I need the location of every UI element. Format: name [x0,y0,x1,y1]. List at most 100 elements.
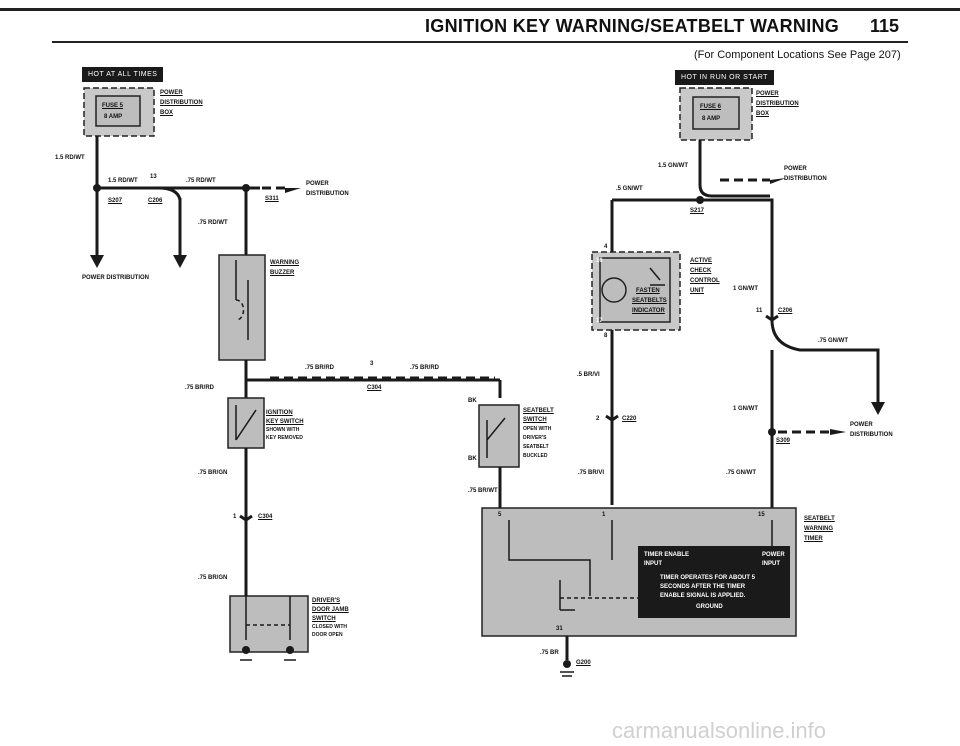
down-arrow-right [871,402,885,415]
timer-box-text: INPUT [762,561,780,567]
pin-label: 5 [498,512,502,518]
page-number: 115 [870,16,900,36]
door-label: DOOR JAMB [312,607,349,613]
buzzer-label: BUZZER [270,270,295,276]
splice-s309: S309 [776,438,791,444]
timer-label: WARNING [804,526,833,532]
pin-label: 17 [596,318,603,324]
wire-label: 1 GN/WT [733,286,758,292]
fasten-label: SEATBELTS [632,298,667,304]
power-dist-label: DISTRIBUTION [784,176,827,182]
sbsw-label: SWITCH [523,417,547,423]
wire-label: .75 BR/WT [468,488,498,494]
acc-label: UNIT [690,288,704,294]
pin-label: 31 [556,626,563,632]
buzzer-label: WARNING [270,260,299,266]
ignition-key-switch-box [227,397,265,449]
connector-c206: C206 [148,198,163,204]
ign-label: SHOWN WITH [266,427,300,433]
wire-label: 1 GN/WT [733,406,758,412]
power-dist-label: DISTRIBUTION [306,191,349,197]
fasten-label: INDICATOR [632,308,665,314]
seatbelt-switch-box [478,404,520,468]
timer-description-box [638,546,790,618]
wire-label: 1.5 RD/WT [55,155,85,161]
header-rule [52,41,908,43]
wire-label: .75 GN/WT [818,338,849,344]
power-dist-label: POWER DISTRIBUTION [82,275,149,281]
sbsw-label: SEATBELT [523,444,549,450]
pin-label: 1 [602,512,606,518]
connector-number: 4 [604,244,608,250]
pdb-right-1: POWER [756,91,779,97]
timer-box-text: POWER [762,552,785,558]
wire-label: .75 BR/VI [578,470,605,476]
connector-number: 2 [596,416,600,422]
page-subtitle: (For Component Locations See Page 207) [694,49,901,61]
wire-label: .75 RD/WT [186,178,216,184]
fuse-5-symbol [95,95,141,127]
wire-label: .5 BR/VI [577,372,600,378]
warning-buzzer-box [218,254,266,361]
ign-label: KEY SWITCH [266,419,304,425]
timer-box-text: ENABLE SIGNAL IS APPLIED. [660,593,746,599]
down-arrow-center [173,255,187,268]
sbsw-label: OPEN WITH [523,426,552,432]
connector-number: 8 [604,333,608,339]
power-dist-label: DISTRIBUTION [850,432,893,438]
page-title: IGNITION KEY WARNING/SEATBELT WARNING [425,16,840,36]
sbsw-label: SEATBELT [523,408,554,414]
door-label: CLOSED WITH [312,624,347,630]
wire-label: BK [468,456,477,462]
ground-g200: G200 [576,660,591,666]
hot-in-run-tag: HOT IN RUN OR START [675,70,774,85]
top-rule [0,8,960,11]
connector-number: 13 [150,174,157,180]
wire-label: .75 BR/GN [198,575,228,581]
splice-s207: S207 [108,198,123,204]
timer-box-text: TIMER OPERATES FOR ABOUT 5 [660,575,756,581]
connector-c206: C206 [778,308,793,314]
pdb-left-2: DISTRIBUTION [160,100,203,106]
fasten-label: FASTEN [636,288,660,294]
acc-label: ACTIVE [690,258,713,264]
timer-box-text: SECONDS AFTER THE TIMER [660,584,746,590]
sbsw-label: DRIVER'S [523,435,547,441]
wire-label: .75 BR/GN [198,470,228,476]
wire-label: BK [468,398,477,404]
pdb-right-3: BOX [756,111,770,117]
door-label: DOOR OPEN [312,632,343,638]
wire-label: .5 GN/WT [616,186,643,192]
power-dist-label: POWER [306,181,329,187]
fuse-6-label: FUSE 6 [700,104,722,110]
ign-label: KEY REMOVED [266,435,303,441]
wire-label: .75 BR/RD [305,365,335,371]
pin-label: 15 [758,512,765,518]
wire-label: .75 BR/RD [185,385,215,391]
timer-label: SEATBELT [804,516,835,522]
door-jamb-switch-box [229,595,309,653]
connector-number: 1 [233,514,237,520]
watermark: carmanualsonline.info [612,718,827,743]
timer-box-text: INPUT [644,561,662,567]
fuse-5-label: FUSE 5 [102,103,124,109]
wire-label: .75 GN/WT [726,470,757,476]
splice-s217: S217 [690,208,705,214]
fuse-5-amp: 8 AMP [104,114,123,120]
connector-c304: C304 [367,385,382,391]
wire-label: 1.5 RD/WT [108,178,138,184]
timer-box-text: TIMER ENABLE [644,552,689,558]
splice-s311: S311 [265,196,279,202]
wire-label: .75 RD/WT [198,220,228,226]
pdb-left-1: POWER [160,90,183,96]
acc-label: CHECK [690,268,712,274]
timer-label: TIMER [804,536,823,542]
power-dist-label: POWER [784,166,807,172]
power-dist-label: POWER [850,422,873,428]
fuse-6-amp: 8 AMP [702,116,721,122]
connector-c220: C220 [622,416,637,422]
door-label: SWITCH [312,616,336,622]
ign-label: IGNITION [266,410,293,416]
wire-label: 1.5 GN/WT [658,163,689,169]
